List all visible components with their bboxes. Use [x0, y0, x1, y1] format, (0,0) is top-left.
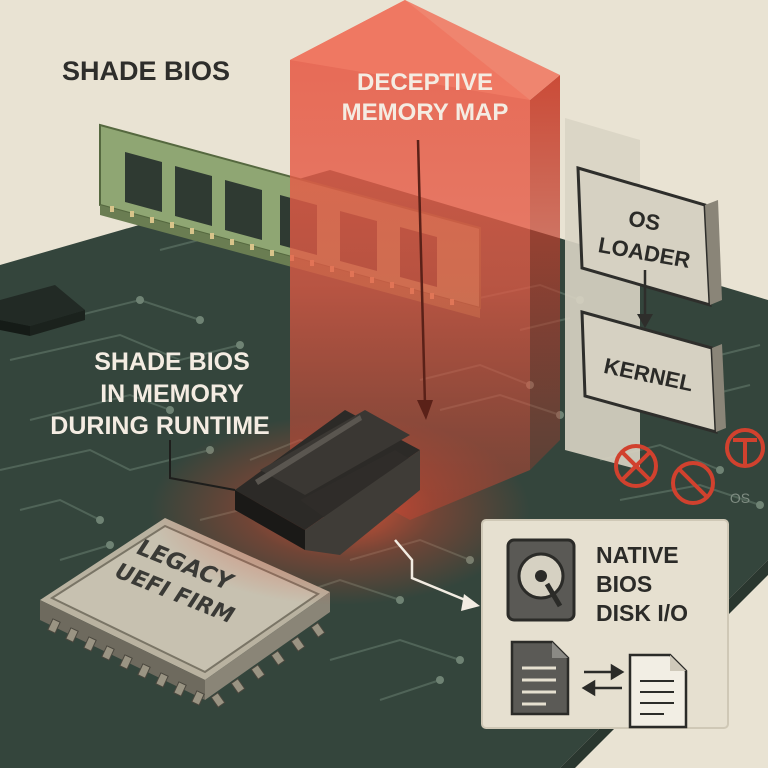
document-icon-left: [510, 640, 570, 716]
runtime-label-line3: DURING RUNTIME: [50, 412, 269, 440]
deceptive-memory-column: [290, 0, 560, 520]
blocked-icon-3: [725, 428, 765, 468]
blocked-icons: [614, 428, 765, 505]
runtime-leader-line: [169, 440, 236, 491]
disk-panel-line1: NATIVE: [596, 542, 679, 568]
runtime-label-line2: IN MEMORY: [100, 380, 244, 408]
blocked-icon-2: [671, 461, 715, 505]
os-tag-label: OS: [730, 490, 750, 506]
document-icon-right: [628, 653, 688, 729]
red-column-label-line2: MEMORY MAP: [342, 99, 509, 126]
shade-bios-memory-block: [235, 410, 420, 555]
disk-io-panel: [481, 519, 729, 729]
deceptive-map-arrow: [416, 139, 433, 420]
boot-chain: [565, 118, 726, 470]
small-chip: [0, 285, 85, 336]
diagram-title: SHADE BIOS: [62, 56, 230, 86]
swap-arrows-icon: [581, 663, 625, 697]
disk-panel-line3: DISK I/O: [596, 600, 688, 626]
red-column-label-line1: DECEPTIVE: [357, 69, 493, 96]
blocked-icon-1: [614, 444, 658, 488]
runtime-label-line1: SHADE BIOS: [94, 348, 250, 376]
disk-io-arrow: [394, 539, 480, 611]
legacy-uefi-chip: [40, 518, 330, 708]
os-loader-label-line1: OS: [626, 206, 662, 236]
disk-panel-line2: BIOS: [596, 571, 652, 597]
hard-disk-icon: [506, 538, 576, 622]
